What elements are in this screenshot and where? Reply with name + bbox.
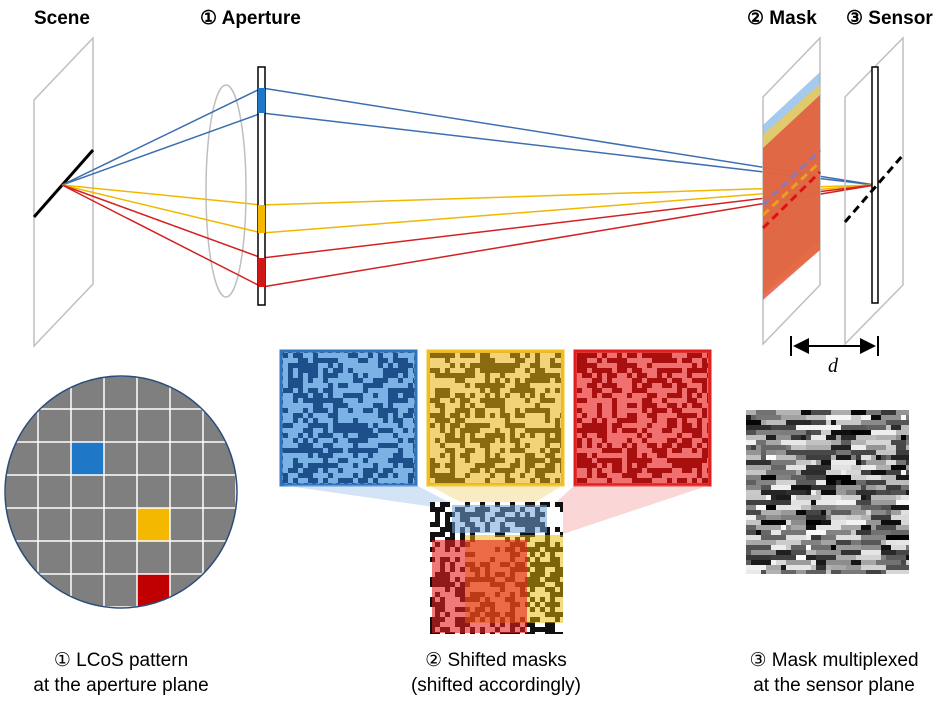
ray-group-yellow bbox=[61, 184, 876, 234]
caption-shifted-line2: (shifted accordingly) bbox=[411, 675, 581, 696]
caption-multiplexed-line1: ③ Mask multiplexed bbox=[749, 650, 918, 671]
mask-yellow bbox=[426, 349, 565, 487]
mask-dashed-blue bbox=[761, 148, 822, 207]
caption-lcos-line2: at the aperture plane bbox=[33, 675, 208, 696]
aperture-open-yellow bbox=[258, 205, 265, 233]
sensor-dashed-line bbox=[843, 154, 905, 223]
ray-group-blue bbox=[61, 87, 876, 186]
sensor-plane bbox=[844, 36, 904, 346]
composite-mask bbox=[430, 502, 563, 634]
connector-red bbox=[520, 485, 710, 535]
multiplexed-sensor-image bbox=[746, 410, 909, 574]
scene-plane bbox=[33, 36, 94, 348]
connector-blue bbox=[281, 485, 458, 507]
lens bbox=[205, 84, 247, 298]
mask-projection-red bbox=[763, 95, 820, 300]
caption-lcos-line1: ① LCoS pattern bbox=[54, 650, 188, 671]
mask-label: ② Mask bbox=[747, 8, 817, 29]
mask-blue bbox=[279, 349, 418, 487]
sensor-bar bbox=[871, 66, 879, 304]
scene-label: Scene bbox=[34, 8, 90, 29]
distance-label: d bbox=[828, 355, 839, 377]
aperture-label: ① Aperture bbox=[200, 8, 301, 29]
caption-multiplexed-line2: at the sensor plane bbox=[753, 675, 915, 696]
ray-group-red bbox=[61, 184, 876, 288]
sensor-label: ③ Sensor bbox=[846, 8, 933, 29]
lcos-pattern bbox=[4, 375, 238, 609]
aperture-open-blue bbox=[258, 88, 265, 113]
aperture-open-red bbox=[258, 258, 265, 287]
mask-red bbox=[573, 349, 712, 487]
aperture-plane bbox=[257, 66, 266, 306]
mask-dashed-red bbox=[761, 170, 822, 230]
caption-shifted-line1: ② Shifted masks bbox=[425, 650, 567, 671]
connector-yellow bbox=[428, 485, 563, 507]
